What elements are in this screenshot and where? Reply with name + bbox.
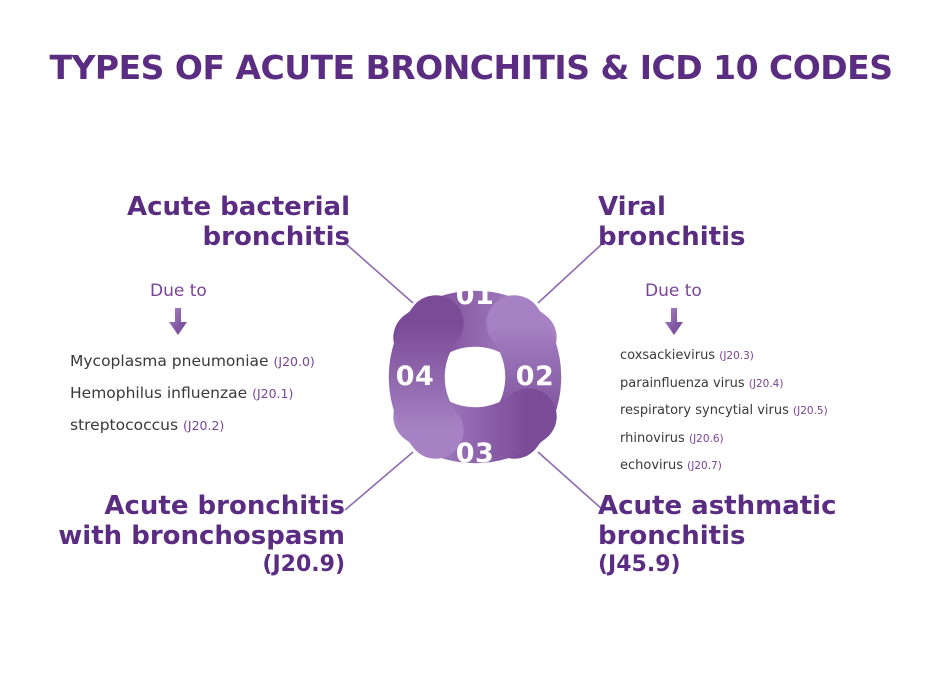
list-item: parainfluenza virus (J20.4) <box>620 370 940 398</box>
donut-number-01: 01 <box>455 280 495 311</box>
cause-code: (J20.2) <box>183 417 225 433</box>
list-item: streptococcus (J20.2) <box>70 410 345 442</box>
cause-list-viral: coxsackievirus (J20.3) parainfluenza vir… <box>620 342 940 480</box>
donut-number-04: 04 <box>395 361 435 392</box>
heading-acute-asthmatic-bronchitis: Acute asthmatic bronchitis (J45.9) <box>598 491 928 578</box>
cause-name: Mycoplasma pneumoniae <box>70 352 269 370</box>
heading-line-2: bronchitis <box>202 222 350 253</box>
cause-code: (J20.7) <box>687 460 722 473</box>
heading-viral-bronchitis: Viral bronchitis <box>598 192 918 253</box>
cause-name: rhinovirus <box>620 430 685 446</box>
cause-code: (J20.1) <box>252 385 294 401</box>
heading-line-2: bronchitis <box>598 521 746 552</box>
cause-code: (J20.4) <box>748 377 784 390</box>
list-item: rhinovirus (J20.6) <box>620 425 940 453</box>
cause-code: (J20.5) <box>793 405 828 418</box>
heading-icd-code: (J20.9) <box>262 551 345 577</box>
arrow-down-icon <box>665 308 683 335</box>
list-item: Hemophilus influenzae (J20.1) <box>70 378 345 410</box>
cause-code: (J20.3) <box>719 350 754 362</box>
due-to-label-bacterial: Due to <box>150 281 207 301</box>
heading-line-1: Acute asthmatic <box>598 491 837 521</box>
donut-number-03: 03 <box>455 438 495 469</box>
list-item: Mycoplasma pneumoniae (J20.0) <box>70 346 345 378</box>
heading-line-1: Viral <box>598 192 666 222</box>
heading-line-2: with bronchospasm <box>58 521 345 552</box>
cause-name: Hemophilus influenzae <box>70 383 248 402</box>
list-item: echovirus (J20.7) <box>620 452 940 480</box>
heading-line-1: Acute bacterial <box>127 192 350 222</box>
cause-name: streptococcus <box>70 415 179 434</box>
list-item: respiratory syncytial virus (J20.5) <box>620 397 940 425</box>
donut-number-02: 02 <box>515 361 555 392</box>
heading-line-1: Acute bronchitis <box>104 491 345 521</box>
heading-icd-code: (J45.9) <box>598 551 681 577</box>
donut-svg <box>388 290 562 464</box>
cause-name: coxsackievirus <box>620 348 716 363</box>
page-title: TYPES OF ACUTE BRONCHITIS & ICD 10 CODES <box>49 48 894 87</box>
cause-list-bacterial: Mycoplasma pneumoniae (J20.0) Hemophilus… <box>0 346 345 441</box>
heading-acute-bacterial-bronchitis: Acute bacterial bronchitis <box>40 192 350 253</box>
cause-code: (J20.0) <box>273 354 315 369</box>
donut-segment-04 <box>388 295 464 459</box>
arrow-down-icon <box>169 308 187 335</box>
heading-line-2: bronchitis <box>598 222 746 253</box>
heading-acute-bronchitis-with-bronchospasm: Acute bronchitis with bronchospasm (J20.… <box>20 491 345 578</box>
list-item: coxsackievirus (J20.3) <box>620 342 940 370</box>
due-to-label-viral: Due to <box>645 281 702 301</box>
cause-name: parainfluenza virus <box>620 375 745 391</box>
cause-name: respiratory syncytial virus <box>620 403 789 419</box>
donut-diagram: 01 02 03 04 <box>360 262 590 492</box>
cause-name: echovirus <box>620 458 684 474</box>
cause-code: (J20.6) <box>688 432 724 445</box>
